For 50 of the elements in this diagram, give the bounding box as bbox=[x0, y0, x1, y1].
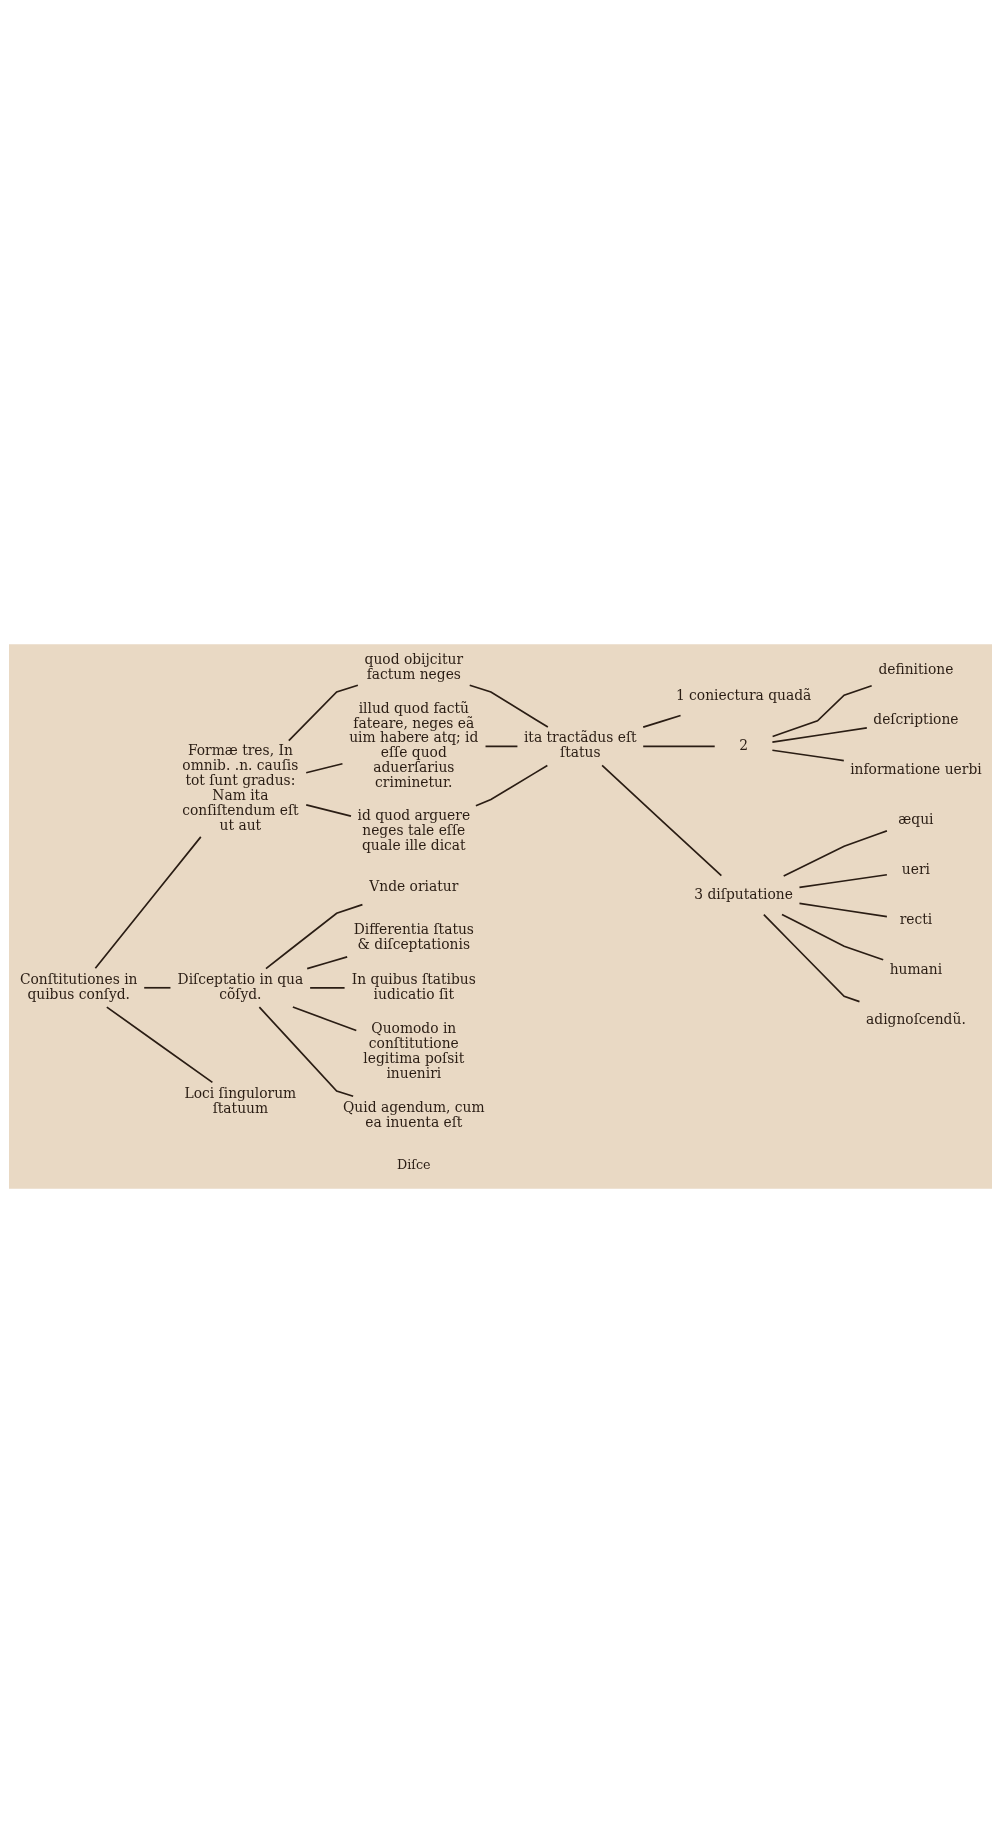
connector bbox=[258, 1006, 354, 1098]
connector bbox=[94, 836, 202, 970]
node-text: Formæ tres, In omnib. .n. cauſis tot ſunt gradus: Nam ita conſiſtendum eſt ut aut bbox=[181, 742, 299, 833]
node-text: 1 coniectura quadã bbox=[675, 686, 811, 703]
connector bbox=[771, 684, 873, 738]
node-text: Quid agendum, cum ea inuenta eſt bbox=[342, 1098, 485, 1130]
node-text: Conſtitutiones in quibus conſyd. bbox=[19, 970, 137, 1002]
connector bbox=[600, 764, 722, 877]
connector bbox=[798, 902, 888, 918]
connector bbox=[782, 830, 888, 877]
connector bbox=[771, 749, 845, 762]
connector bbox=[780, 913, 884, 961]
node-text: æqui bbox=[897, 811, 934, 828]
node-text: id quod arguere neges tale eſſe quale ille dicat bbox=[357, 807, 470, 853]
connector bbox=[641, 745, 716, 748]
node-text: adignoſcendũ. bbox=[865, 1011, 966, 1028]
connector bbox=[771, 727, 868, 743]
connector bbox=[304, 762, 343, 774]
connector bbox=[468, 684, 549, 728]
node-text: ueri bbox=[901, 861, 930, 878]
connector bbox=[304, 804, 352, 817]
node-text: illud quod factũ fateare, neges eã uim habere atq; id eſſe quod aduerſarius criminetur. bbox=[348, 699, 478, 791]
connector bbox=[762, 913, 860, 1003]
connector bbox=[484, 745, 518, 748]
node-text: Quomodo in conſtitutione legitima poſsit inueniri bbox=[362, 1019, 464, 1081]
node-text: Differentia ſtatus & diſceptationis bbox=[353, 920, 474, 952]
connector bbox=[308, 986, 345, 989]
node-text: Loci ſingulorum ſtatuum bbox=[184, 1084, 296, 1116]
connector bbox=[287, 684, 359, 742]
node-text: informatione uerbi bbox=[849, 761, 982, 778]
connector bbox=[641, 714, 681, 728]
connector bbox=[305, 956, 348, 970]
connector bbox=[291, 1006, 357, 1032]
node-text: ita tractãdus eſt ſtatus bbox=[523, 729, 637, 761]
node-text: Diſceptatio in qua cõſyd. bbox=[177, 970, 303, 1002]
node-text: 3 diſputatione bbox=[693, 885, 793, 902]
label: Diſce bbox=[396, 1156, 431, 1172]
connector bbox=[798, 873, 888, 889]
node-text: definitione bbox=[877, 661, 953, 678]
connector bbox=[474, 764, 548, 807]
node-text: In quibus ſtatibus iudicatio ſit bbox=[351, 970, 476, 1002]
connector bbox=[142, 986, 171, 989]
connector bbox=[264, 903, 363, 970]
node-text: humani bbox=[889, 961, 942, 978]
node-text: deſcriptione bbox=[872, 711, 959, 728]
node-text: recti bbox=[899, 911, 932, 928]
node-text: 2 bbox=[738, 736, 748, 753]
connector bbox=[105, 1006, 213, 1084]
node-text: Vnde oriatur bbox=[368, 878, 458, 895]
node-text: quod obijcitur factum neges bbox=[364, 650, 463, 682]
